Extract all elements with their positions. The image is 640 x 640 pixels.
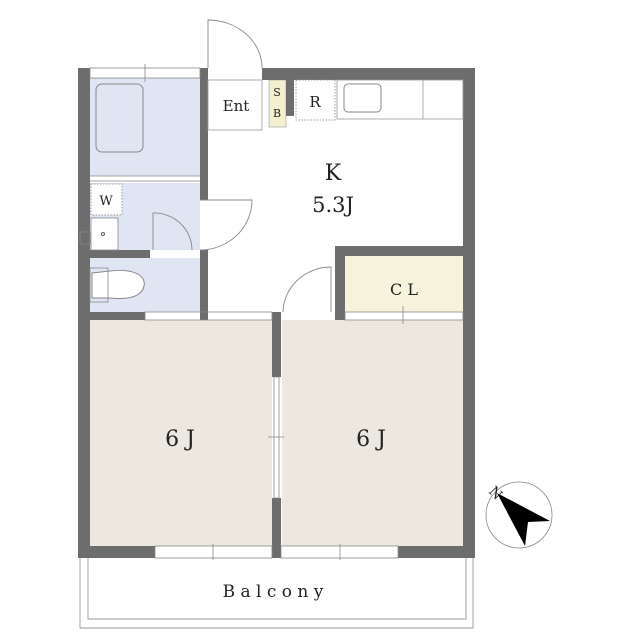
bathtub-icon [95,83,144,153]
walls [78,68,475,558]
compass-icon: N [485,481,553,549]
room-right-label: 6 J [356,427,386,452]
balcony-label: B a l c o n y [223,582,324,602]
balcony [79,558,474,629]
toilet-door-icon [152,212,193,251]
room-door-icon [282,266,332,313]
entrance-label: Ent [223,97,250,115]
shoe-box-label-s: S [273,86,281,99]
closet-label: C L [390,280,418,299]
shoe-box-label-b: B [273,107,281,120]
refrigerator-label: R [309,93,321,111]
room-left-floor [90,320,272,546]
doors [152,19,332,313]
windows [79,64,464,560]
kitchen-label: K [325,161,342,186]
toilet-icon [91,269,145,299]
washer-label: W [99,194,113,209]
washer-space [90,183,123,216]
kitchen-size: 5.3J [312,193,354,217]
entrance-area [207,79,263,131]
kitchen-counter [336,79,464,120]
bath-door-icon [199,199,253,251]
kitchen-sink-icon [343,83,382,113]
entrance-door-icon [207,19,263,69]
closet-floor [345,256,463,312]
refrigerator-space [295,79,336,121]
room-left-label: 6 J [165,427,195,452]
bathroom-floor [90,78,200,176]
room-right-floor [282,320,463,546]
